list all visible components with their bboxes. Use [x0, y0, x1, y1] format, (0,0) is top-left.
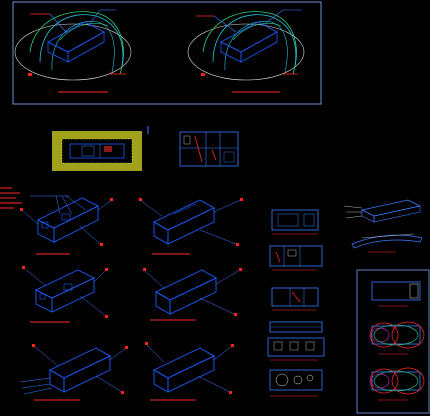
- iso-block-1: [20, 195, 113, 255]
- iso-block-3: [22, 266, 108, 323]
- iso-block-6: [145, 342, 234, 401]
- plan-column: [267, 209, 325, 397]
- iso-block-2: [139, 198, 243, 255]
- site-plan-yellow: [52, 126, 149, 171]
- top-frame: [12, 1, 322, 105]
- floor-plan-small: [179, 131, 239, 167]
- right-detail-panel: [356, 269, 430, 414]
- legend-stack: [0, 187, 22, 209]
- iso-block-5: [19, 344, 128, 401]
- iso-block-4: [143, 268, 242, 321]
- perspective-details: [343, 199, 423, 253]
- dome-model-right: [187, 9, 305, 93]
- dome-model-left: [14, 9, 132, 93]
